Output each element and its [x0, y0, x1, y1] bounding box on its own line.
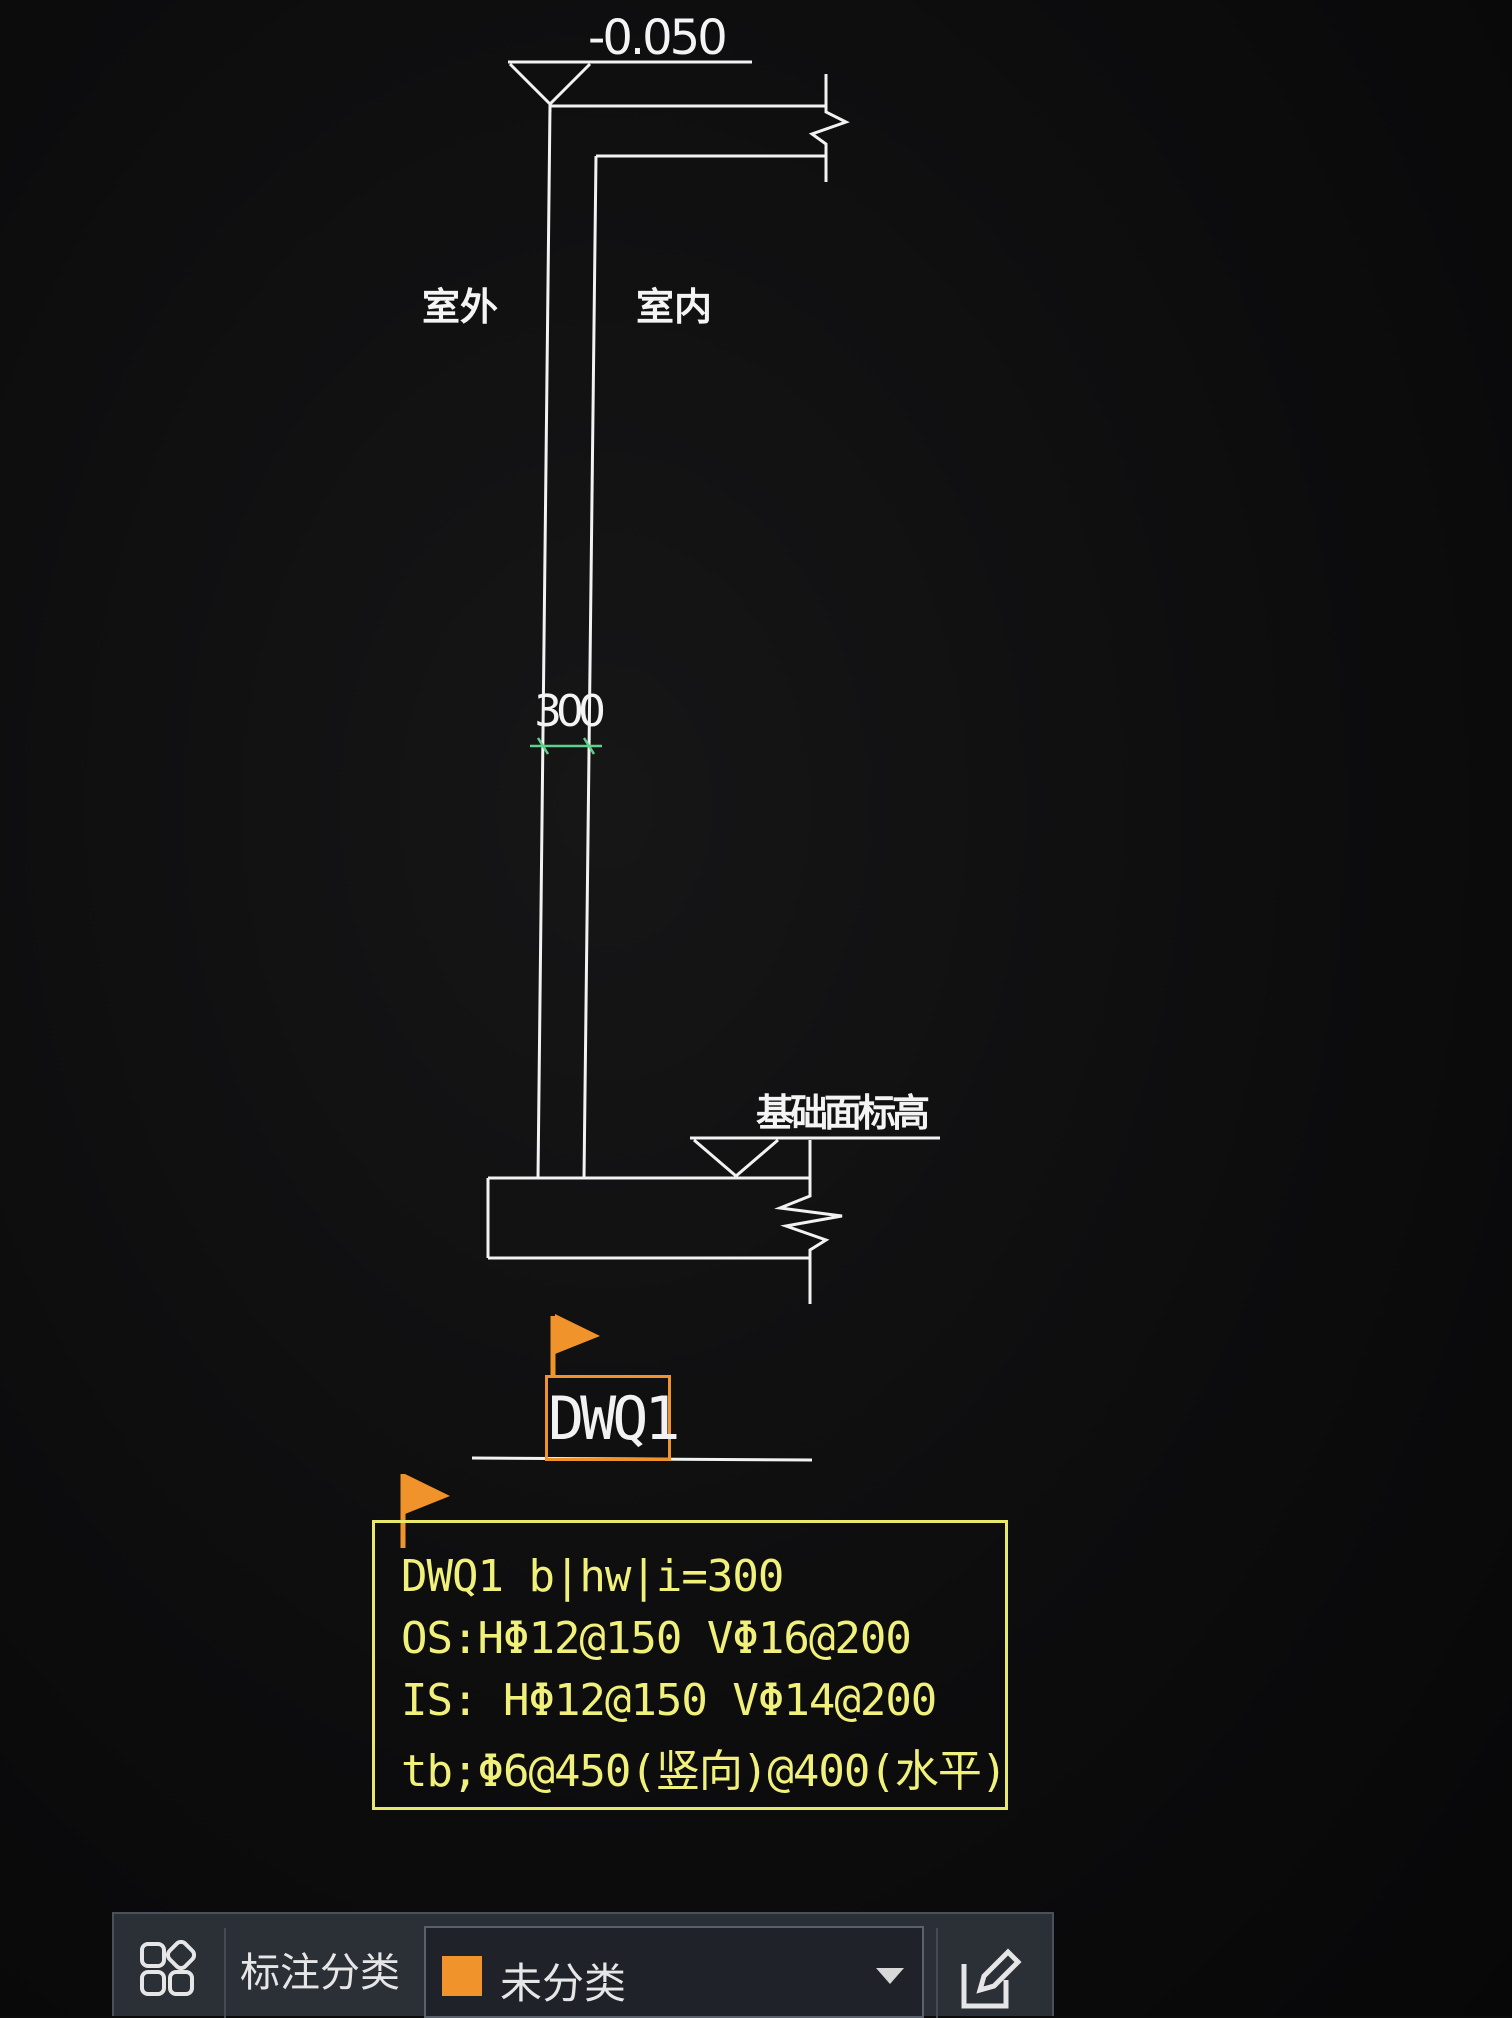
note-line: tb;Φ6@450(竖向)@400(水平)	[401, 1746, 1007, 1797]
interior-label: 室内	[636, 285, 713, 329]
wall-lines	[536, 105, 598, 1179]
note-line: IS: HΦ12@150 VΦ14@200	[401, 1675, 937, 1726]
flag-icon	[400, 1474, 450, 1548]
footing	[486, 1140, 843, 1304]
toolbar-divider	[224, 1928, 226, 2018]
toolbar-divider	[936, 1928, 938, 2018]
annotation-toolbar: 标注分类 未分类	[112, 1912, 1054, 2018]
wall-tag-box[interactable]: DWQ1	[545, 1375, 681, 1461]
top-elevation-text: -0.050	[588, 10, 728, 66]
note-line: DWQ1 b|hw|i=300	[401, 1551, 784, 1602]
annotation-category-select[interactable]: 未分类	[424, 1926, 924, 2018]
wall-thickness-dimension	[530, 737, 602, 755]
exterior-label: 室外	[422, 285, 499, 329]
grid-icon[interactable]	[138, 1940, 196, 1998]
note-line: OS:HΦ12@150 VΦ16@200	[401, 1613, 912, 1664]
foundation-elevation-marker	[690, 1136, 940, 1178]
wall-tag-text: DWQ1	[548, 1384, 681, 1454]
flag-icon	[550, 1314, 600, 1378]
edit-icon[interactable]	[956, 1946, 1022, 2012]
chevron-down-icon	[876, 1968, 904, 1984]
annotation-category-label: 标注分类	[240, 1950, 400, 1996]
wall-thickness-text: 300	[534, 686, 606, 737]
category-select-value: 未分类	[500, 1959, 627, 2008]
reinforcement-note-box[interactable]: DWQ1 b|hw|i=300 OS:HΦ12@150 VΦ16@200 IS:…	[372, 1520, 1008, 1810]
foundation-label: 基础面标高	[756, 1091, 930, 1135]
top-slab	[550, 74, 850, 182]
category-color-swatch	[442, 1956, 482, 1996]
